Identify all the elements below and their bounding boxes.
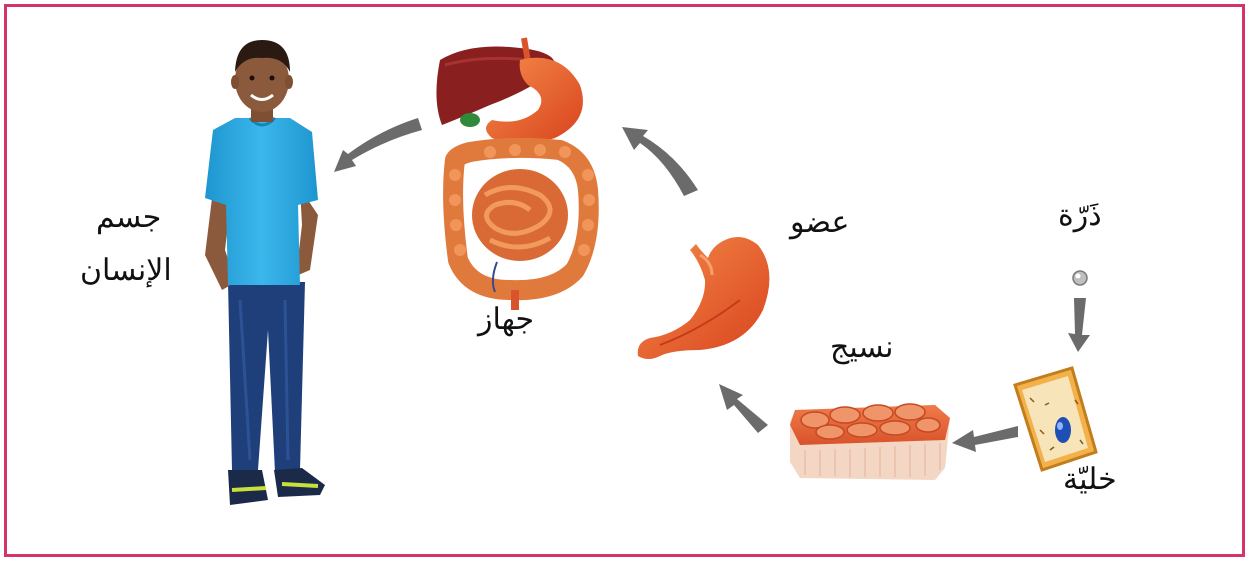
atom-image: [1073, 271, 1087, 285]
arrow-system-to-body: [334, 118, 422, 172]
boy-image: [205, 40, 325, 505]
tissue-image: [790, 404, 950, 480]
label-cell: خليّة: [1063, 462, 1117, 497]
arrow-atom-to-cell: [1068, 298, 1090, 352]
arrow-cell-to-tissue: [952, 426, 1018, 452]
label-body-line1: جسم: [96, 200, 161, 235]
label-organ: عضو: [790, 205, 849, 240]
label-system: جهاز: [478, 302, 534, 337]
arrow-organ-to-system: [622, 127, 698, 196]
label-body-line2: الإنسان: [80, 253, 172, 288]
label-tissue: نسيج: [830, 330, 894, 365]
stomach-image: [638, 237, 770, 359]
arrow-tissue-to-organ: [719, 384, 768, 433]
digestive-system-image: [436, 38, 595, 310]
cell-image: [1015, 368, 1096, 470]
label-atom: ذَرّة: [1058, 198, 1102, 233]
